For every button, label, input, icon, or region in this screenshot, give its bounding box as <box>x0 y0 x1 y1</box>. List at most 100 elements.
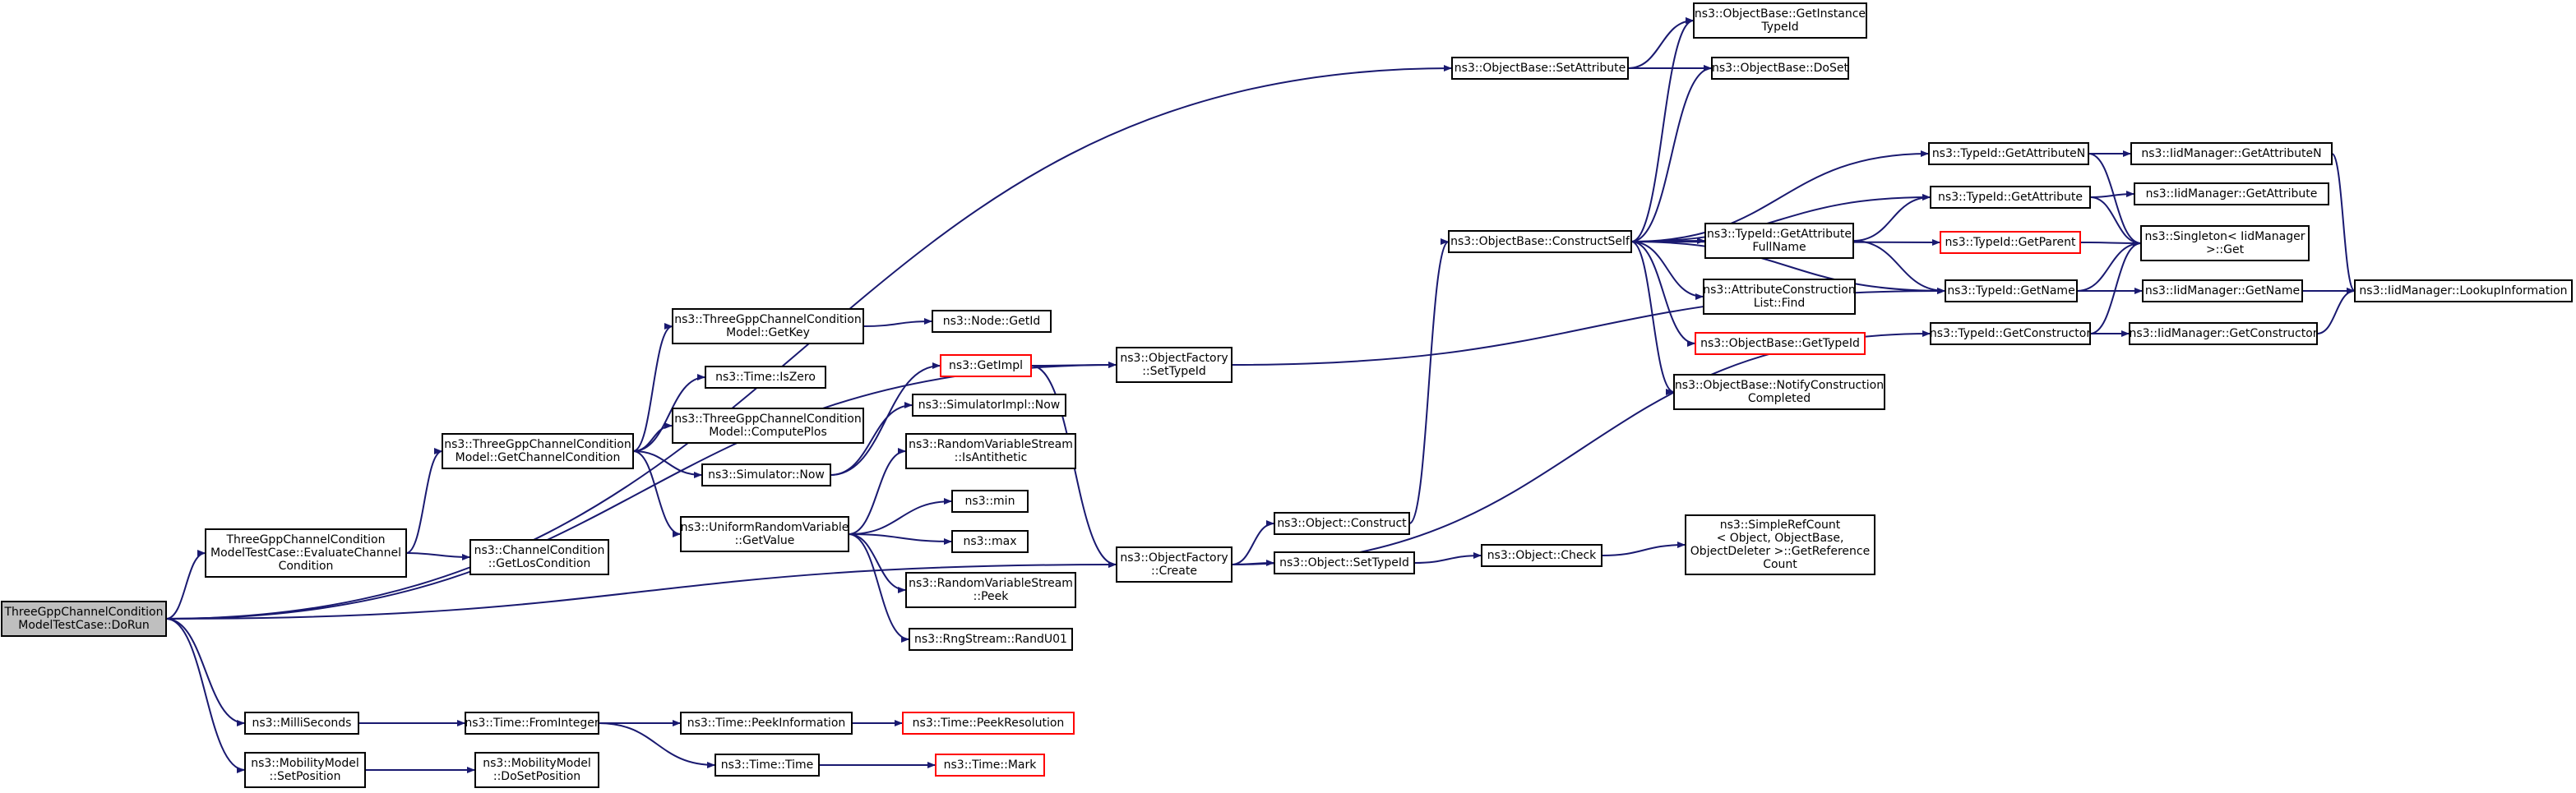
node-objfaccreate[interactable]: ns3::ObjectFactory::Create <box>1116 546 1233 583</box>
node-box-objbasegettypeid[interactable] <box>1695 332 1866 355</box>
node-getlos[interactable]: ns3::ChannelCondition::GetLosCondition <box>469 539 609 575</box>
node-getattributen[interactable]: ns3::TypeId::GetAttributeN <box>1928 142 2089 165</box>
node-box-iidgetattribute[interactable] <box>2134 182 2329 205</box>
node-nodegetid[interactable]: ns3::Node::GetId <box>932 310 1052 333</box>
node-getimpl[interactable]: ns3::GetImpl <box>940 354 1032 377</box>
node-dorun[interactable]: ThreeGppChannelConditionModelTestCase::D… <box>1 601 167 637</box>
node-box-getattribute[interactable] <box>1930 186 2091 209</box>
node-lookupinformation[interactable]: ns3::IidManager::LookupInformation <box>2354 279 2573 302</box>
node-box-timeiszero[interactable] <box>705 366 826 389</box>
node-uniformgetvalue[interactable]: ns3::UniformRandomVariable::GetValue <box>680 516 849 552</box>
node-box-getinstancetypeid[interactable] <box>1693 2 1867 39</box>
node-box-timetime[interactable] <box>715 754 820 777</box>
node-box-iidgetattributen[interactable] <box>2130 142 2333 165</box>
node-setattribute[interactable]: ns3::ObjectBase::SetAttribute <box>1451 57 1629 80</box>
node-getname[interactable]: ns3::TypeId::GetName <box>1945 279 2078 302</box>
node-timeiszero[interactable]: ns3::Time::IsZero <box>705 366 826 389</box>
node-box-frominteger[interactable] <box>465 712 599 735</box>
node-computeplos[interactable]: ns3::ThreeGppChannelConditionModel::Comp… <box>672 408 864 444</box>
node-milliseconds[interactable]: ns3::MilliSeconds <box>244 712 359 735</box>
node-box-getname[interactable] <box>1945 279 2078 302</box>
node-box-singletonget[interactable] <box>2140 225 2310 261</box>
node-box-objcheck[interactable] <box>1481 544 1602 567</box>
node-box-getlos[interactable] <box>469 539 609 575</box>
node-box-notifyconstruction[interactable] <box>1673 374 1885 410</box>
node-box-getattrfullname[interactable] <box>1704 223 1854 259</box>
node-iidgetconstructor[interactable]: ns3::IidManager::GetConstructor <box>2129 322 2318 345</box>
node-box-max[interactable] <box>951 530 1029 553</box>
node-simimplnow[interactable]: ns3::SimulatorImpl::Now <box>912 394 1066 417</box>
node-box-getchancond[interactable] <box>442 433 634 469</box>
node-box-computeplos[interactable] <box>672 408 864 444</box>
node-peekresolution[interactable]: ns3::Time::PeekResolution <box>902 712 1075 735</box>
node-getchancond[interactable]: ns3::ThreeGppChannelConditionModel::GetC… <box>442 433 634 469</box>
node-evaluate[interactable]: ThreeGppChannelConditionModelTestCase::E… <box>205 528 407 578</box>
node-frominteger[interactable]: ns3::Time::FromInteger <box>465 712 599 735</box>
node-box-isantithetic[interactable] <box>905 433 1076 469</box>
node-box-getimpl[interactable] <box>940 354 1032 377</box>
node-objconstruct[interactable]: ns3::Object::Construct <box>1274 512 1410 535</box>
node-box-lookupinformation[interactable] <box>2354 279 2573 302</box>
node-iidgetname[interactable]: ns3::IidManager::GetName <box>2142 279 2303 302</box>
node-max[interactable]: ns3::max <box>951 530 1029 553</box>
node-doset[interactable]: ns3::ObjectBase::DoSet <box>1711 57 1849 80</box>
node-box-iidgetconstructor[interactable] <box>2129 322 2318 345</box>
node-isantithetic[interactable]: ns3::RandomVariableStream::IsAntithetic <box>905 433 1076 469</box>
node-peek[interactable]: ns3::RandomVariableStream::Peek <box>905 572 1076 608</box>
node-objcheck[interactable]: ns3::Object::Check <box>1481 544 1602 567</box>
node-iidgetattributen[interactable]: ns3::IidManager::GetAttributeN <box>2130 142 2333 165</box>
node-mmdosetposition[interactable]: ns3::MobilityModel::DoSetPosition <box>474 752 599 788</box>
node-box-simnow[interactable] <box>701 463 831 486</box>
node-getattribute[interactable]: ns3::TypeId::GetAttribute <box>1930 186 2091 209</box>
node-box-iidgetname[interactable] <box>2142 279 2303 302</box>
node-box-getattributen[interactable] <box>1928 142 2089 165</box>
node-box-doset[interactable] <box>1711 57 1849 80</box>
node-box-getconstructor[interactable] <box>1930 322 2091 345</box>
node-getparent[interactable]: ns3::TypeId::GetParent <box>1940 231 2081 254</box>
node-box-evaluate[interactable] <box>205 528 407 578</box>
node-box-setattribute[interactable] <box>1451 57 1629 80</box>
node-notifyconstruction[interactable]: ns3::ObjectBase::NotifyConstructionCompl… <box>1673 374 1885 410</box>
node-simnow[interactable]: ns3::Simulator::Now <box>701 463 831 486</box>
node-peekinformation[interactable]: ns3::Time::PeekInformation <box>680 712 853 735</box>
node-singletonget[interactable]: ns3::Singleton< IidManager>::Get <box>2140 225 2310 261</box>
node-mmsetposition[interactable]: ns3::MobilityModel::SetPosition <box>244 752 366 788</box>
node-box-simplerefcount[interactable] <box>1685 514 1875 575</box>
node-box-objsettypeid[interactable] <box>1274 551 1415 574</box>
node-randu01[interactable]: ns3::RngStream::RandU01 <box>909 628 1073 651</box>
node-objbasegettypeid[interactable]: ns3::ObjectBase::GetTypeId <box>1695 332 1866 355</box>
node-box-milliseconds[interactable] <box>244 712 359 735</box>
node-box-uniformgetvalue[interactable] <box>680 516 849 552</box>
node-box-timemark[interactable] <box>935 754 1045 777</box>
node-box-mmdosetposition[interactable] <box>474 752 599 788</box>
node-box-constructself[interactable] <box>1448 230 1632 253</box>
node-constructself[interactable]: ns3::ObjectBase::ConstructSelf <box>1448 230 1632 253</box>
node-box-nodegetid[interactable] <box>932 310 1052 333</box>
node-box-mmsetposition[interactable] <box>244 752 366 788</box>
node-box-min[interactable] <box>951 490 1029 513</box>
node-box-peekresolution[interactable] <box>902 712 1075 735</box>
node-box-objconstruct[interactable] <box>1274 512 1410 535</box>
node-box-getkey[interactable] <box>672 308 864 344</box>
node-box-randu01[interactable] <box>909 628 1073 651</box>
node-box-peek[interactable] <box>905 572 1076 608</box>
node-box-attrconstructionfind[interactable] <box>1703 279 1856 315</box>
node-box-objfacsettypeid[interactable] <box>1116 347 1233 383</box>
node-timemark[interactable]: ns3::Time::Mark <box>935 754 1045 777</box>
node-min[interactable]: ns3::min <box>951 490 1029 513</box>
node-getconstructor[interactable]: ns3::TypeId::GetConstructor <box>1930 322 2091 345</box>
node-box-objfaccreate[interactable] <box>1116 546 1233 583</box>
node-objsettypeid[interactable]: ns3::Object::SetTypeId <box>1274 551 1415 574</box>
node-objfacsettypeid[interactable]: ns3::ObjectFactory::SetTypeId <box>1116 347 1233 383</box>
node-box-simimplnow[interactable] <box>912 394 1066 417</box>
node-simplerefcount[interactable]: ns3::SimpleRefCount< Object, ObjectBase,… <box>1685 514 1875 575</box>
node-box-dorun[interactable] <box>1 601 167 637</box>
node-iidgetattribute[interactable]: ns3::IidManager::GetAttribute <box>2134 182 2329 205</box>
node-box-getparent[interactable] <box>1940 231 2081 254</box>
node-box-peekinformation[interactable] <box>680 712 853 735</box>
node-getkey[interactable]: ns3::ThreeGppChannelConditionModel::GetK… <box>672 308 864 344</box>
node-timetime[interactable]: ns3::Time::Time <box>715 754 820 777</box>
